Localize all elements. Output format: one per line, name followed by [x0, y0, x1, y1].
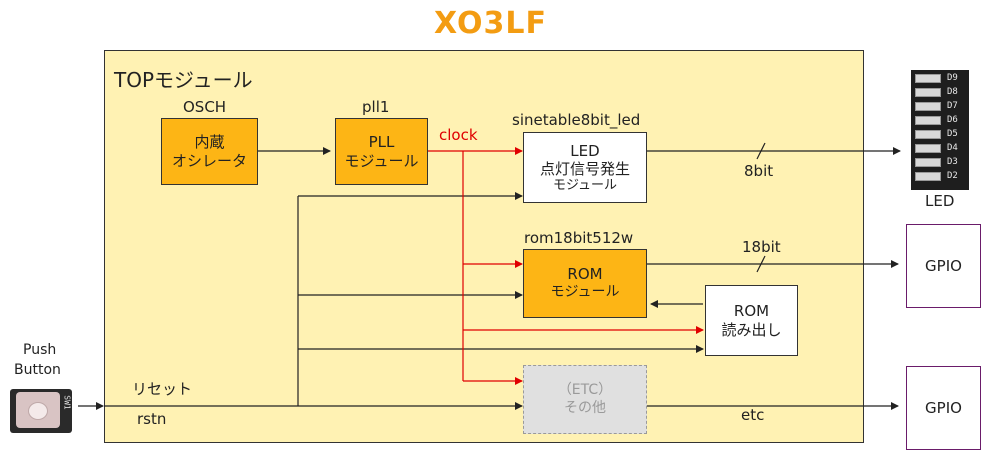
- rom-module-line1: ROM: [567, 265, 603, 284]
- reset-jp-label: リセット: [132, 380, 193, 398]
- etc-line1: （ETC）: [557, 382, 613, 398]
- osch-instance-label: OSCH: [183, 98, 227, 116]
- led-array-image: D9 D8 D7 D6 D5 D4 D3 D2: [911, 70, 969, 190]
- rom-bus-tick: [756, 255, 766, 273]
- led-module-line2: 点灯信号発生: [539, 159, 630, 178]
- led-number: D7: [947, 101, 958, 111]
- reset-signal-label: rstn: [137, 410, 167, 428]
- rom-module-block: ROM モジュール: [523, 249, 647, 318]
- etc-block: （ETC） その他: [523, 365, 647, 434]
- led-number: D6: [947, 115, 958, 125]
- led-label: LED: [925, 192, 955, 210]
- switch-marking: SW1: [62, 395, 72, 410]
- pll-line1: PLL: [368, 132, 395, 151]
- led-number: D8: [947, 87, 958, 97]
- osch-block: 内蔵 オシレータ: [161, 118, 258, 185]
- led-module-instance-label: sinetable8bit_led: [512, 111, 641, 129]
- led-number: D3: [947, 157, 958, 167]
- led-number: D4: [947, 143, 958, 153]
- push-button-label-line1: Push: [23, 342, 57, 358]
- osch-line1: 内蔵: [194, 132, 225, 151]
- led-module-line1: LED: [570, 141, 600, 160]
- top-module-label: TOPモジュール: [114, 68, 253, 92]
- push-button-label-line2: Button: [14, 362, 61, 378]
- push-button-plunger: [28, 402, 48, 420]
- led-number: D9: [947, 73, 958, 83]
- diagram-title: XO3LF: [433, 6, 548, 41]
- clock-wires: [428, 147, 704, 385]
- rom-bus-label: 18bit: [742, 238, 781, 256]
- rom-read-line1: ROM: [733, 301, 770, 320]
- led-module-line3: モジュール: [552, 177, 618, 193]
- led-bus-label: 8bit: [744, 162, 774, 180]
- rom-module-line2: モジュール: [550, 284, 620, 301]
- rom-read-line2: 読み出し: [721, 320, 782, 339]
- pll-block: PLL モジュール: [335, 118, 428, 185]
- led-number: D5: [947, 129, 958, 139]
- gpio-box-rom: GPIO: [906, 224, 981, 308]
- gpio-box-etc: GPIO: [906, 366, 981, 450]
- top-module-frame: [104, 50, 864, 443]
- gpio-label: GPIO: [925, 398, 962, 417]
- led-module-block: LED 点灯信号発生 モジュール: [523, 132, 647, 203]
- black-wires: [78, 142, 901, 410]
- rom-module-instance-label: rom18bit512w: [524, 229, 634, 247]
- etc-line2: その他: [564, 399, 606, 416]
- osch-line2: オシレータ: [171, 151, 247, 170]
- led-number: D2: [947, 171, 958, 181]
- etc-bus-label: etc: [741, 406, 765, 424]
- pll-line2: モジュール: [344, 151, 419, 170]
- pll-instance-label: pll1: [362, 98, 390, 116]
- gpio-label: GPIO: [925, 256, 962, 275]
- led-bus-tick: [756, 142, 766, 160]
- clock-label: clock: [439, 126, 478, 144]
- rom-read-block: ROM 読み出し: [705, 285, 798, 356]
